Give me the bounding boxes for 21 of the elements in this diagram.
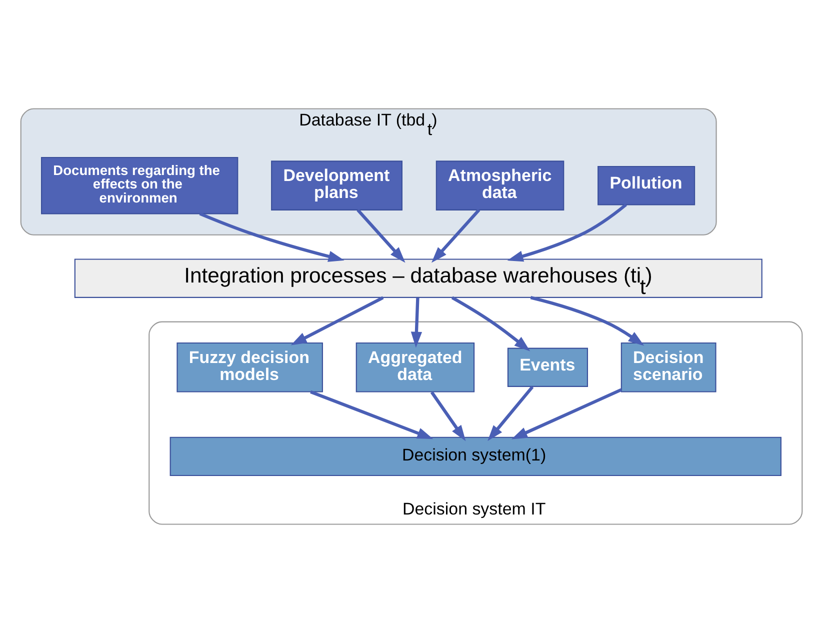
node-box: Fuzzy decision models (176, 342, 323, 392)
arrow (431, 208, 480, 263)
node-box: Decision system(1) (170, 436, 782, 476)
node-box: Decision scenario (620, 342, 716, 392)
node-box: Development plans (271, 160, 402, 210)
node-box: Pollution (598, 166, 696, 206)
node-box: Aggregated data (356, 342, 475, 392)
arrow (199, 212, 344, 262)
arrow (530, 296, 644, 346)
arrow (290, 296, 384, 346)
node-box: Events (507, 348, 588, 387)
arrow (451, 296, 530, 352)
arrow (410, 298, 422, 348)
arrow (310, 390, 434, 440)
arrow (356, 208, 406, 263)
node-box: Documents regarding the effects on the environmen (41, 156, 238, 214)
node-box: Atmospheric data (436, 160, 564, 210)
arrow (488, 386, 534, 441)
arrow (430, 391, 466, 442)
arrow (507, 203, 627, 262)
arrow (511, 388, 622, 440)
